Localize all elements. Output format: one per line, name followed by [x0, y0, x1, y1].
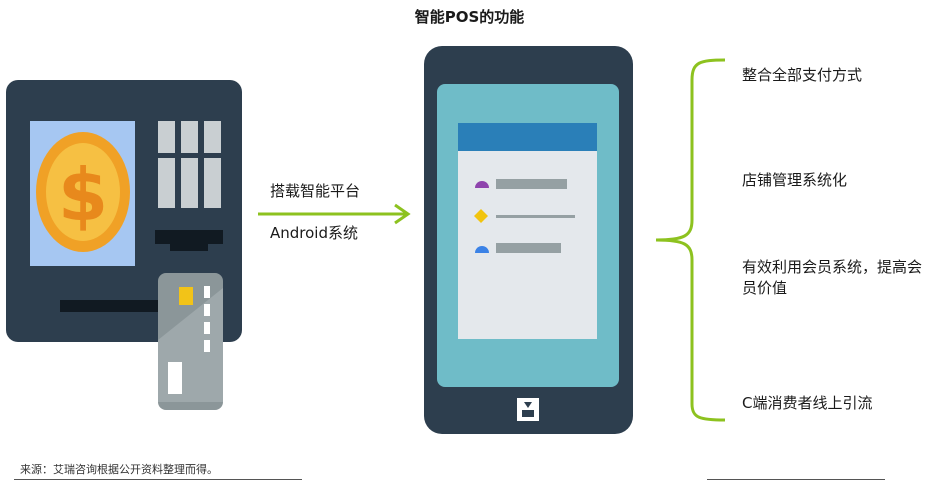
arrow-label-top: 搭载智能平台: [270, 182, 361, 200]
footer-rule-right: [707, 479, 885, 480]
arrow-icon: [258, 203, 411, 225]
feature-membership: 有效利用会员系统，提高会员价值: [742, 258, 923, 297]
brace-icon: [655, 58, 726, 422]
bank-card-icon: [158, 273, 223, 410]
source-note: 来源：艾瑞咨询根据公开资料整理而得。: [20, 463, 218, 476]
feature-payment: 整合全部支付方式: [742, 66, 863, 84]
arrow-label-bottom: Android系统: [270, 224, 358, 242]
svg-text:$: $: [58, 153, 108, 237]
feature-online-traffic: C端消费者线上引流: [742, 394, 873, 412]
diagram-title: 智能POS的功能: [414, 8, 525, 26]
footer-rule-left: [14, 479, 302, 480]
smart-pos-tablet-icon: [424, 46, 633, 434]
feature-store-management: 店铺管理系统化: [742, 171, 848, 189]
